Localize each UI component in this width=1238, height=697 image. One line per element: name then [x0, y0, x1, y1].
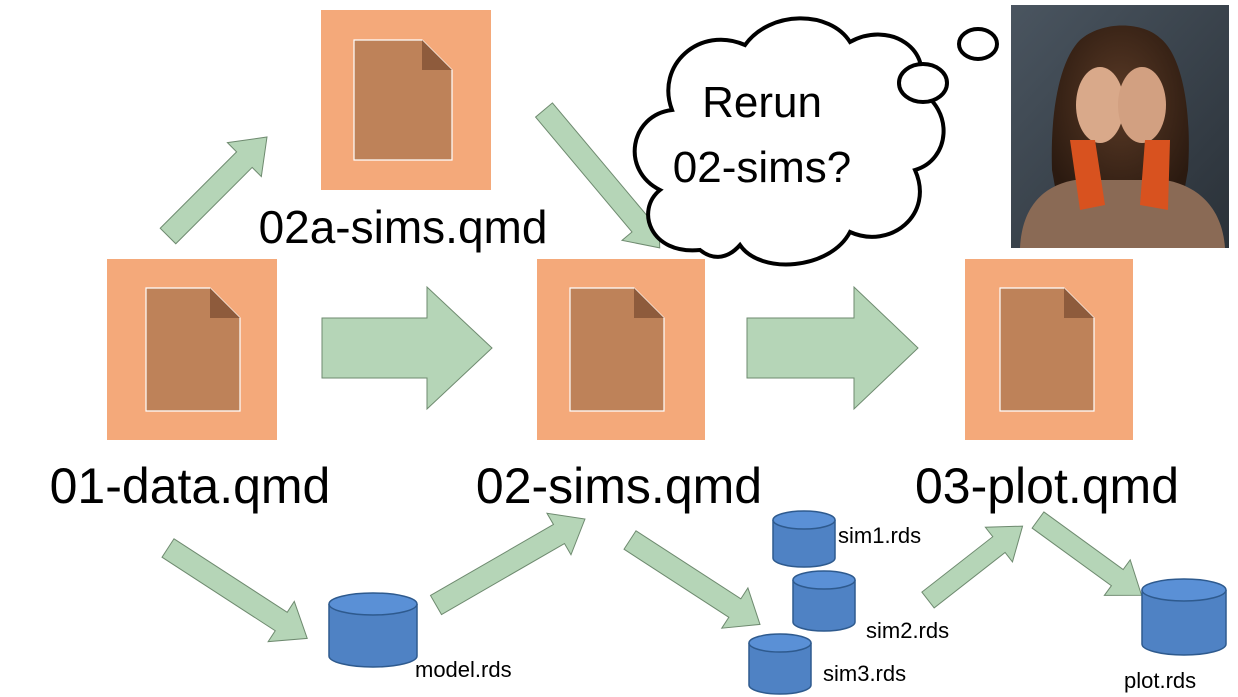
- file-02a-sims[interactable]: [321, 10, 491, 190]
- cloud-shape: [632, 16, 946, 267]
- file-01-data[interactable]: [107, 259, 277, 440]
- document-fold: [210, 288, 240, 318]
- label-plot-rds: plot.rds: [1124, 668, 1196, 693]
- label-sim3-rds: sim3.rds: [823, 661, 906, 686]
- database-sim1-icon[interactable]: [772, 510, 836, 568]
- label-sim1-rds: sim1.rds: [838, 523, 921, 548]
- document-icon: [145, 287, 241, 412]
- arrow-sims-to-plot: [746, 285, 919, 411]
- arrow-data-to-sims: [321, 285, 493, 411]
- document-icon: [569, 287, 665, 412]
- arrow-data-to-02a: [159, 136, 268, 245]
- arrow-plot-to-plotrds: [1031, 511, 1143, 596]
- database-sim3-icon[interactable]: [748, 633, 812, 695]
- label-02a-sims: 02a-sims.qmd: [259, 201, 548, 253]
- label-sim2-rds: sim2.rds: [866, 618, 949, 643]
- document-fold: [422, 40, 452, 70]
- file-03-plot[interactable]: [965, 259, 1133, 440]
- arrow-data-to-model: [161, 538, 308, 643]
- database-model-icon[interactable]: [328, 592, 418, 668]
- arrow-model-to-sims: [429, 512, 586, 616]
- document-fold: [1064, 288, 1094, 318]
- thought-line-1: Rerun: [702, 78, 822, 127]
- document-icon: [999, 287, 1095, 412]
- arrow-sims-to-plot-small: [921, 525, 1024, 609]
- label-03-plot: 03-plot.qmd: [915, 458, 1179, 514]
- label-01-data: 01-data.qmd: [50, 458, 331, 514]
- thought-line-2: 02-sims?: [673, 143, 852, 192]
- document-fold: [634, 288, 664, 318]
- stressed-person-photo: [1011, 5, 1229, 248]
- label-02-sims: 02-sims.qmd: [476, 458, 762, 514]
- thought-bubble: Rerun 02-sims?: [632, 16, 999, 267]
- thought-dot-large: [897, 62, 949, 104]
- label-model-rds: model.rds: [415, 657, 512, 682]
- file-02-sims[interactable]: [537, 259, 705, 440]
- database-plot-icon[interactable]: [1141, 578, 1227, 656]
- thought-dot-small: [957, 27, 999, 61]
- arrow-sims-to-sim3: [623, 530, 761, 629]
- database-sim2-icon[interactable]: [792, 570, 856, 632]
